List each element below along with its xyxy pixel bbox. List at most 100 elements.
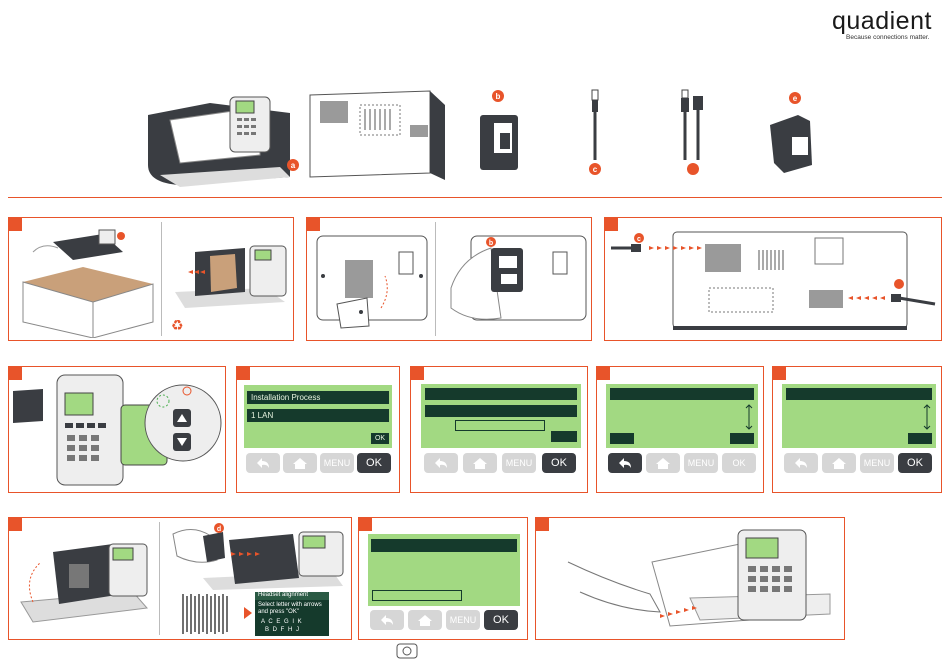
- back-arrow-icon: [617, 457, 633, 469]
- ok-button[interactable]: OK: [484, 610, 518, 630]
- menu-button[interactable]: MENU: [502, 453, 536, 473]
- keypad-row: MENU OK: [368, 610, 520, 632]
- back-arrow-icon: [255, 457, 271, 469]
- home-button[interactable]: [283, 453, 317, 473]
- alignment-letters-row1: A C E G I K: [261, 619, 303, 625]
- scroll-indicator-icon: [744, 404, 754, 430]
- step-power-on-panel: [8, 366, 226, 493]
- marker-c: c: [593, 165, 598, 174]
- menu-button[interactable]: MENU: [684, 453, 718, 473]
- power-button-illustration: [13, 371, 223, 489]
- scroll-indicator-icon: [922, 404, 932, 430]
- step-number-badge: [410, 366, 424, 380]
- ok-button[interactable]: OK: [898, 453, 932, 473]
- step-confirm-screen-panel: MENU OK: [772, 366, 942, 493]
- logo-wordmark: quadient: [832, 8, 932, 34]
- screen-title-bar: [371, 539, 517, 552]
- marker-b: b: [489, 240, 493, 247]
- back-button[interactable]: [784, 453, 818, 473]
- keypad-row: MENU OK: [782, 453, 936, 475]
- keypad-row: MENU OK: [422, 453, 582, 475]
- lcd-screen: [606, 384, 758, 448]
- back-arrow-icon: [793, 457, 809, 469]
- lcd-screen: Installation Process 1 LAN OK: [244, 385, 392, 448]
- marker-d: d: [217, 526, 221, 533]
- home-button[interactable]: [463, 453, 497, 473]
- home-button[interactable]: [408, 610, 442, 630]
- step-scroll-screen-panel: MENU OK: [596, 366, 764, 493]
- lan-cable-illustration: [592, 90, 598, 160]
- open-cover-illustration: [13, 522, 157, 634]
- section-divider: [8, 197, 942, 198]
- home-icon: [472, 457, 488, 469]
- home-icon: [417, 614, 433, 626]
- ok-button[interactable]: OK: [722, 453, 756, 473]
- screen-title: Installation Process: [247, 391, 389, 404]
- power-cable-illustration: [681, 90, 703, 160]
- input-field[interactable]: [455, 420, 545, 431]
- step-unpack-panel: ♻: [8, 217, 294, 341]
- keypad-row: MENU OK: [606, 453, 758, 475]
- marker-e: e: [793, 94, 798, 103]
- alignment-instruction-2: and press "OK": [258, 609, 299, 616]
- screen-ok-softkey: OK: [371, 433, 389, 444]
- screen-left-softkey: [610, 433, 634, 444]
- back-button[interactable]: [370, 610, 404, 630]
- play-arrow-icon: [243, 606, 253, 620]
- alignment-instruction-1: Select letter with arrows: [258, 602, 322, 609]
- remove-packaging-illustration: ♻: [165, 222, 293, 338]
- ink-cartridge-illustration: [480, 115, 518, 170]
- ok-button[interactable]: OK: [357, 453, 391, 473]
- marker-a: a: [291, 161, 296, 170]
- home-icon: [831, 457, 847, 469]
- lcd-screen: [421, 384, 581, 448]
- step-number-badge: [596, 366, 610, 380]
- step-number-badge: [358, 517, 372, 531]
- alignment-title: Headset alignment: [255, 592, 329, 600]
- back-arrow-icon: [433, 457, 449, 469]
- keypad-row: MENU OK: [244, 453, 394, 475]
- step-connect-panel: c: [604, 217, 942, 341]
- home-icon: [292, 457, 308, 469]
- lcd-screen: [368, 534, 520, 606]
- quadient-logo: quadient Because connections matter.: [832, 8, 944, 42]
- recycle-icon: ♻: [171, 318, 184, 334]
- alignment-letters-row2: B D F H J: [265, 627, 300, 633]
- overview-components: a b c e: [140, 85, 840, 190]
- connect-cables-illustration: c: [609, 224, 939, 336]
- screen-title-bar: [786, 388, 932, 400]
- eco-print-icon: [396, 643, 418, 659]
- ok-button[interactable]: OK: [542, 453, 576, 473]
- marker-c: c: [637, 236, 641, 243]
- back-button[interactable]: [608, 453, 642, 473]
- screen-row-bar: [425, 405, 577, 417]
- franking-machine-illustration: [148, 97, 290, 187]
- home-button[interactable]: [646, 453, 680, 473]
- unpacking-box-illustration: [13, 222, 161, 338]
- printhead-illustration: [770, 115, 812, 173]
- step-printhead-panel: d Headset alignment Select letter with a…: [8, 517, 352, 640]
- home-button[interactable]: [822, 453, 856, 473]
- step-final-screen-panel: MENU OK: [358, 517, 528, 640]
- screen-right-softkey: [908, 433, 932, 444]
- screen-right-softkey: [730, 433, 754, 444]
- back-arrow-icon: [379, 614, 395, 626]
- input-field[interactable]: [372, 590, 462, 601]
- step-ink-panel: b: [306, 217, 592, 341]
- open-ink-door-illustration: [311, 228, 431, 334]
- home-icon: [655, 457, 671, 469]
- menu-button[interactable]: MENU: [446, 610, 480, 630]
- insert-cartridge-illustration: b: [441, 228, 591, 334]
- step-number-badge: [772, 366, 786, 380]
- step-install-screen-panel: Installation Process 1 LAN OK MENU OK: [236, 366, 400, 493]
- menu-button[interactable]: MENU: [860, 453, 894, 473]
- step-feed-envelope-panel: [535, 517, 845, 640]
- menu-item-lan[interactable]: 1 LAN: [247, 409, 389, 422]
- screen-title-bar: [610, 388, 754, 400]
- insert-printhead-illustration: d: [163, 520, 349, 590]
- back-button[interactable]: [424, 453, 458, 473]
- menu-button[interactable]: MENU: [320, 453, 354, 473]
- step-input-screen-panel: MENU OK: [410, 366, 588, 493]
- back-button[interactable]: [246, 453, 280, 473]
- feed-envelope-illustration: [540, 522, 840, 636]
